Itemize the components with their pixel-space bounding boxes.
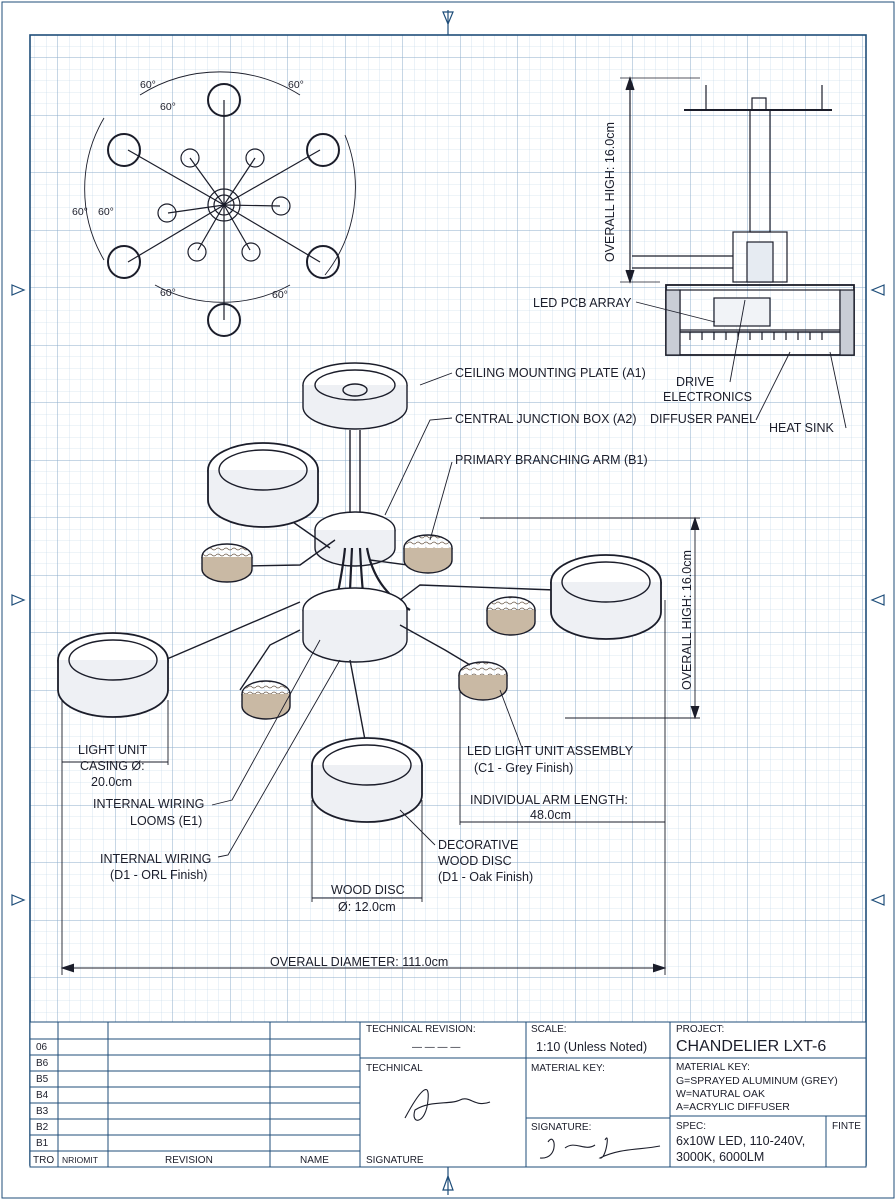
angle-label: 60° [160, 101, 176, 113]
column-header-number: NRIOMIT [62, 1155, 98, 1165]
angle-label: 60° [288, 79, 304, 91]
revision-row-number: B4 [36, 1090, 49, 1101]
light-unit-label: CASING Ø: [80, 759, 145, 773]
spec-line-1: 6x10W LED, 110-240V, [676, 1134, 805, 1148]
wiring-d1-label: INTERNAL WIRING [100, 852, 211, 866]
wood-disc-label: WOOD DISC [331, 883, 405, 897]
column-header-revision: REVISION [165, 1155, 213, 1166]
junction-box-label: CENTRAL JUNCTION BOX (A2) [455, 412, 637, 426]
drive-electronics-label: ELECTRONICS [663, 390, 752, 404]
led-assembly-label: LED LIGHT UNIT ASSEMBLY [467, 744, 634, 758]
technical-signature [404, 1089, 491, 1121]
revision-row-number: B2 [36, 1122, 49, 1133]
technical-label: TECHNICAL [366, 1063, 423, 1074]
diffuser-panel-label: DIFFUSER PANEL [650, 412, 756, 426]
ceiling-plate-label: CEILING MOUNTING PLATE (A1) [455, 366, 646, 380]
material-w: W=NATURAL OAK [676, 1088, 765, 1100]
branching-arm-label: PRIMARY BRANCHING ARM (B1) [455, 453, 648, 467]
scale-label: SCALE: [531, 1024, 567, 1035]
title-block [29, 1021, 867, 1168]
angle-label: 60° [140, 79, 156, 91]
column-header-name: NAME [300, 1155, 329, 1166]
led-pcb-label: LED PCB ARRAY [533, 296, 632, 310]
angle-label: 60° [72, 206, 88, 218]
approver-signature [539, 1137, 661, 1159]
project-value: CHANDELIER LXT-6 [676, 1038, 826, 1055]
arm-length-label: 48.0cm [530, 808, 571, 822]
led-assembly-label: (C1 - Grey Finish) [474, 761, 573, 775]
angle-label: 60° [272, 289, 288, 301]
column-header-tro: TRO [33, 1155, 54, 1166]
revision-row-number: 06 [36, 1042, 48, 1053]
revision-row-number: B3 [36, 1106, 49, 1117]
angle-label: 60° [160, 287, 176, 299]
top-view-diagram [84, 71, 356, 337]
project-label: PROJECT: [676, 1024, 724, 1035]
spec-line-2: 3000K, 6000LM [676, 1150, 764, 1164]
technical-revision-value: — — — — [412, 1042, 460, 1053]
angle-label: 60° [98, 206, 114, 218]
spec-label: SPEC: [676, 1121, 706, 1132]
revision-row-number: B6 [36, 1058, 49, 1069]
wood-disc-label: Ø: 12.0cm [338, 900, 396, 914]
material-a: A=ACRYLIC DIFFUSER [676, 1101, 790, 1113]
dimension-lines [60, 516, 700, 975]
decorative-disc-label: (D1 - Oak Finish) [438, 870, 533, 884]
signature2-label: SIGNATURE: [531, 1122, 591, 1133]
wiring-d1-label: (D1 - ORL Finish) [110, 868, 207, 882]
exploded-view-drawing [57, 362, 662, 858]
heat-sink-label: HEAT SINK [769, 421, 834, 435]
overall-high-detail-label: OVERALL HIGH: 16.0cm [603, 122, 617, 262]
light-unit-label: LIGHT UNIT [78, 743, 148, 757]
centering-marks [11, 10, 885, 1195]
overall-diameter-label: OVERALL DIAMETER: 111.0cm [270, 955, 448, 969]
material-key-label: MATERIAL KEY: [531, 1063, 605, 1074]
decorative-disc-label: DECORATIVE [438, 838, 518, 852]
drive-electronics-label: DRIVE [676, 375, 714, 389]
revision-row-number: B1 [36, 1138, 49, 1149]
technical-revision-label: TECHNICAL REVISION: [366, 1024, 476, 1035]
material-key2-label: MATERIAL KEY: [676, 1062, 750, 1073]
material-g: G=SPRAYED ALUMINUM (GREY) [676, 1075, 838, 1087]
light-unit-label: 20.0cm [91, 775, 132, 789]
overall-high-main-label: OVERALL HIGH: 16.0cm [680, 550, 694, 690]
scale-value: 1:10 (Unless Noted) [536, 1040, 647, 1054]
wiring-e1-label: LOOMS (E1) [130, 814, 202, 828]
wiring-e1-label: INTERNAL WIRING [93, 797, 204, 811]
revision-row-number: B5 [36, 1074, 49, 1085]
detail-section-drawing [620, 76, 855, 429]
decorative-disc-label: WOOD DISC [438, 854, 512, 868]
arm-length-label: INDIVIDUAL ARM LENGTH: [470, 793, 628, 807]
finte-label: FINTE [832, 1121, 861, 1132]
signature-label: SIGNATURE [366, 1155, 424, 1166]
